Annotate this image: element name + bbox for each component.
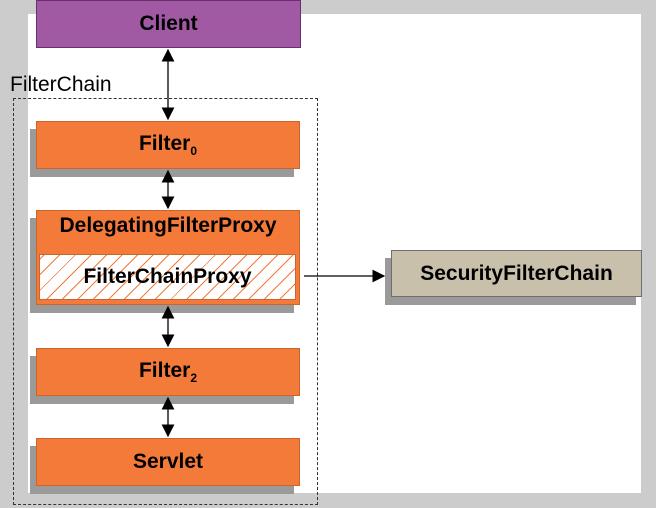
- client-label: Client: [139, 12, 198, 35]
- filter2-node: Filter2: [36, 348, 300, 396]
- filter0-text: Filter: [138, 132, 191, 155]
- filter0-label: Filter0: [139, 132, 197, 158]
- filter2-label: Filter2: [139, 359, 197, 385]
- delegating-filter-proxy-label: DelegatingFilterProxy: [59, 214, 277, 237]
- security-filter-chain-node: SecurityFilterChain: [391, 250, 642, 297]
- filter0-node: Filter0: [36, 121, 300, 169]
- client-node: Client: [36, 0, 301, 48]
- servlet-label: Servlet: [132, 450, 204, 473]
- filter-chain-proxy-label: FilterChainProxy: [83, 265, 252, 288]
- servlet-node: Servlet: [36, 438, 300, 486]
- filter2-text: Filter: [138, 359, 191, 382]
- filter-chain-label: FilterChain: [10, 73, 112, 96]
- security-filter-chain-label: SecurityFilterChain: [420, 261, 613, 285]
- filter2-subscript: 2: [190, 371, 198, 385]
- filter-chain-proxy-node: FilterChainProxy: [39, 254, 296, 300]
- filter0-subscript: 0: [190, 144, 198, 158]
